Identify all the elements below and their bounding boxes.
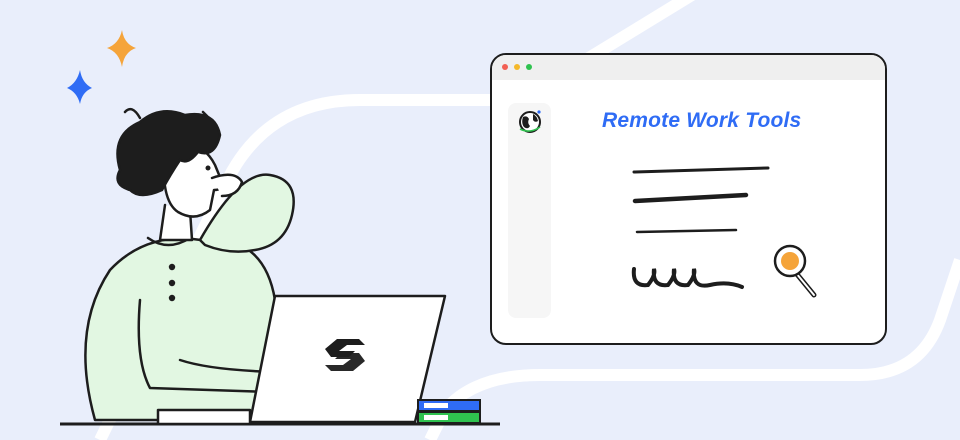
globe-icon: [519, 110, 541, 133]
sparkle-icon: [67, 70, 92, 104]
signature-squiggle: [631, 267, 744, 289]
maximize-dot[interactable]: [526, 64, 532, 70]
person: [84, 107, 295, 422]
browser-window: Remote Work Tools: [490, 53, 887, 345]
minimize-dot[interactable]: [514, 64, 520, 70]
browser-heading: Remote Work Tools: [602, 109, 802, 132]
raised-arm: [198, 173, 295, 253]
laptop-logo-icon: [325, 339, 365, 371]
laptop-base: [156, 408, 252, 426]
magnifier-icon: [773, 244, 817, 298]
laptop: [156, 294, 447, 426]
books: [417, 399, 481, 424]
hair: [116, 110, 222, 197]
browser-content: [631, 166, 817, 298]
browser-title-bar: [492, 55, 885, 80]
close-dot[interactable]: [502, 64, 508, 70]
sparkle-icon: [107, 30, 136, 67]
text-lines: [632, 166, 770, 234]
browser-sidebar: [508, 103, 551, 318]
